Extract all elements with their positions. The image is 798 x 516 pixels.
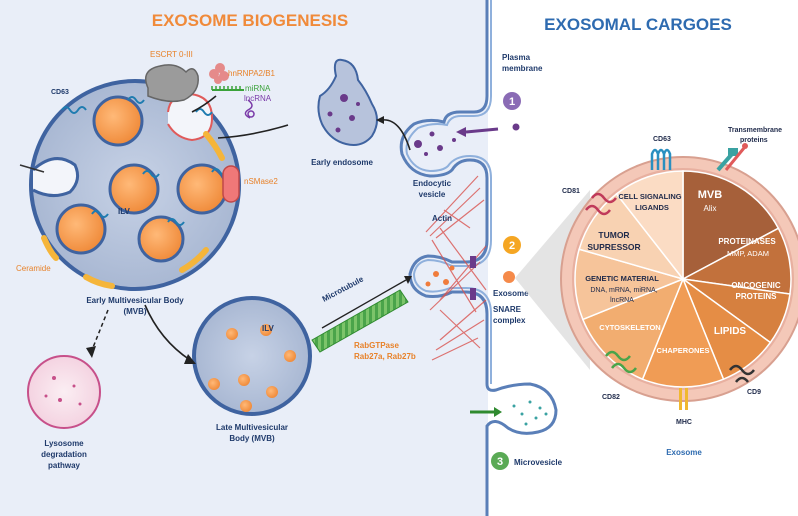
right-title: EXOSOMAL CARGOES — [544, 15, 732, 34]
seg-signaling-slice — [615, 170, 684, 282]
cd81-protein — [585, 192, 617, 216]
mhc-protein — [679, 388, 688, 410]
seg-genetic-slice — [574, 248, 686, 321]
lysosome — [27, 355, 101, 429]
seg-mvb-slice — [682, 170, 780, 281]
arrow-degradation — [91, 309, 109, 351]
step-1-number: 1 — [509, 96, 515, 108]
microtubule — [311, 276, 412, 353]
arrow-endocytosis — [381, 119, 411, 151]
actin-filaments — [425, 175, 487, 361]
step-1-marker — [503, 92, 521, 110]
seg-cytoskeleton: CYTOSKELETON — [599, 323, 660, 332]
late-mvb-label-1: Late Multivesicular — [216, 423, 288, 432]
seg-signaling-2: LIGANDS — [635, 203, 669, 212]
step-3-marker — [491, 452, 509, 470]
nsmase2-enzyme — [222, 165, 240, 203]
early-endosome-label: Early endosome — [311, 158, 373, 167]
step-2-marker — [503, 236, 521, 254]
rab-label-1: RabGTPase — [354, 341, 399, 350]
cd81-label: CD81 — [562, 188, 580, 195]
lysosome-label-2: degradation — [41, 450, 87, 459]
escrt-complex — [145, 64, 199, 103]
plasma-membrane — [399, 0, 558, 516]
cd63-left-label: CD63 — [51, 89, 69, 96]
microvesicle — [470, 400, 548, 426]
early-mvb-label-1: Early Multivesicular Body — [86, 296, 184, 305]
seg-lipids: LIPIDS — [714, 326, 747, 337]
lncrna-label: lncRNA — [244, 94, 272, 103]
transmembrane-label-2: proteins — [740, 137, 768, 144]
arrow-maturation — [144, 304, 191, 361]
cd63-cargo-label: CD63 — [653, 136, 671, 143]
ilv-early-label: ILV — [118, 207, 131, 216]
microvesicle-label: Microvesicle — [514, 458, 563, 467]
cd82-protein — [605, 350, 637, 374]
endocytic-label-1: Endocytic — [413, 179, 452, 188]
seg-proteinases-sub: MMP, ADAM — [727, 249, 769, 258]
seg-proteinases-title: PROTEINASES — [718, 237, 776, 246]
seg-oncogenic-1: ONCOGENIC — [731, 281, 781, 290]
seg-genetic-title: GENETIC MATERIAL — [585, 274, 659, 283]
seg-oncogenic-2: PROTEINS — [736, 292, 778, 301]
rna-binding-complex — [209, 63, 255, 119]
step-3-number: 3 — [497, 456, 503, 468]
seg-signaling-1: CELL SIGNALING — [618, 192, 681, 201]
ceramide-label: Ceramide — [16, 264, 51, 273]
arrow-cargo-sorting — [191, 95, 289, 139]
seg-mvb-sub: Alix — [704, 204, 717, 213]
seg-genetic-sub1: DNA, mRNA, miRNA, — [590, 287, 657, 294]
lysosome-label-3: pathway — [48, 461, 81, 470]
mirna-label: miRNA — [245, 84, 271, 93]
transmembrane-label-1: Transmembrane — [728, 127, 782, 134]
exosome-cargo-diagram — [560, 156, 798, 402]
seg-chaperones-slice — [641, 276, 725, 388]
exosome-release-label: Exosome — [493, 289, 529, 298]
seg-genetic-sub2: lncRNA — [610, 297, 634, 304]
exocytosis-cargo — [425, 256, 515, 300]
nsmase2-label: nSMase2 — [244, 177, 278, 186]
mhc-label: MHC — [676, 419, 692, 426]
escrt-label: ESCRT 0-III — [150, 50, 193, 59]
cd9-protein — [729, 364, 755, 383]
seg-tumor-2: SUPRESSOR — [587, 242, 640, 252]
left-title: EXOSOME BIOGENESIS — [152, 11, 349, 30]
snare-label-2: complex — [493, 316, 526, 325]
cd82-label: CD82 — [602, 394, 620, 401]
seg-tumor-1: TUMOR — [598, 230, 629, 240]
seg-chaperones: CHAPERONES — [657, 346, 710, 355]
cd63-protein — [650, 148, 672, 170]
rab-label-2: Rab27a, Rab27b — [354, 352, 416, 361]
cd9-label: CD9 — [747, 389, 761, 396]
seg-mvb-title: MVB — [698, 189, 723, 201]
hnrnpa-label: hnRNPA2/B1 — [228, 69, 276, 78]
step-2-number: 2 — [509, 240, 515, 252]
actin-label: Actin — [432, 214, 452, 223]
late-mvb — [192, 296, 312, 416]
plasma-membrane-label-1: Plasma — [502, 53, 531, 62]
lysosome-label-1: Lysosome — [44, 439, 84, 448]
transmembrane-protein — [716, 143, 748, 172]
exosome-caption: Exosome — [666, 448, 702, 457]
early-mvb-label-2: (MVB) — [123, 307, 146, 316]
early-endosome — [317, 58, 378, 146]
plasma-membrane-label-2: membrane — [502, 64, 543, 73]
late-mvb-label-2: Body (MVB) — [229, 434, 275, 443]
ilv-late-label: ILV — [262, 324, 275, 333]
endocytic-label-2: vesicle — [419, 190, 446, 199]
endocytic-cargo — [414, 123, 520, 156]
snare-label-1: SNARE — [493, 305, 522, 314]
